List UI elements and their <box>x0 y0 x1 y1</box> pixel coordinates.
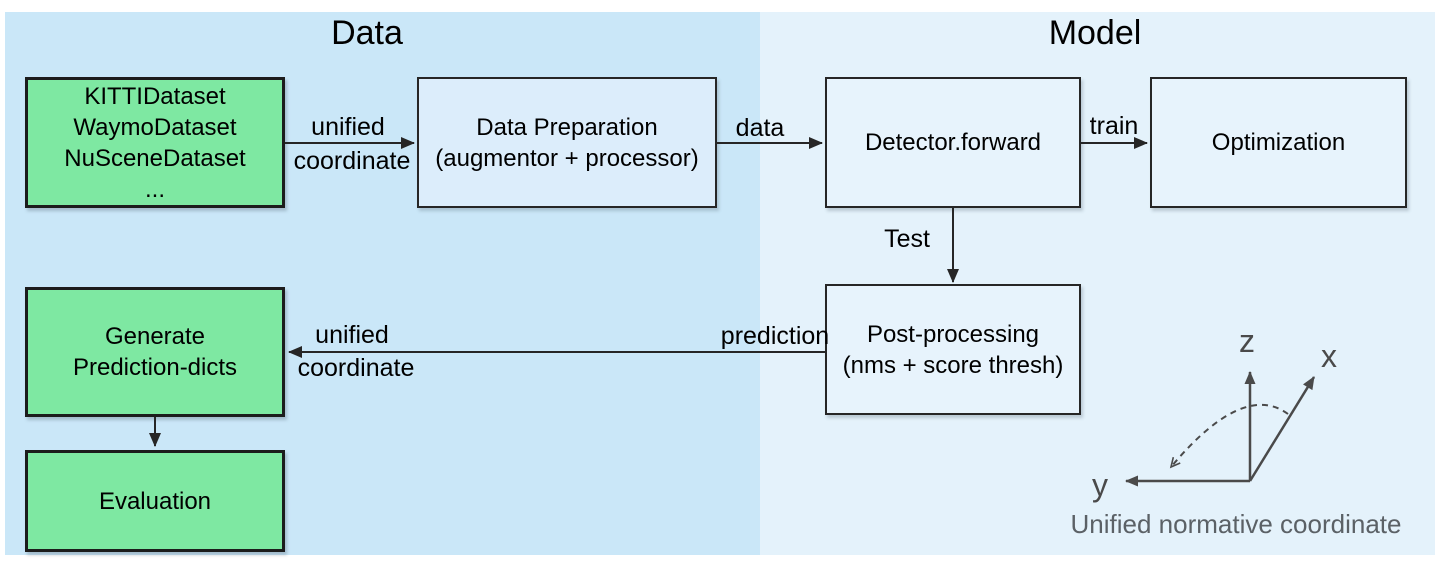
data-preparation-box: Data Preparation (augmentor + processor) <box>417 77 717 208</box>
datasets-box-line2: WaymoDataset <box>73 113 237 141</box>
unified-coordinate-in-label-line1: unified <box>311 113 385 141</box>
optimization-line1: Optimization <box>1211 129 1346 156</box>
datasets-box-line3: NuSceneDataset <box>64 144 246 172</box>
optimization-box: Optimization <box>1150 77 1407 208</box>
x-axis-label: x <box>1321 338 1337 374</box>
datasets-box-line1: KITTIDataset <box>84 82 226 110</box>
datasets-box: KITTIDataset WaymoDataset NuSceneDataset… <box>25 77 285 208</box>
post-processing-box: Post-processing (nms + score thresh) <box>825 284 1081 415</box>
z-axis-label: z <box>1239 323 1255 359</box>
train-edge-label: train <box>1089 112 1139 140</box>
evaluation-box: Evaluation <box>25 450 285 552</box>
unified-coordinate-out-label-line2: coordinate <box>297 354 415 382</box>
axes-caption: Unified normative coordinate <box>1070 509 1402 539</box>
data-preparation-line2: (augmentor + processor) <box>435 144 699 172</box>
model-section-title: Model <box>1048 14 1142 52</box>
post-processing-line1: Post-processing <box>866 320 1040 348</box>
detector-forward-box: Detector.forward <box>825 77 1081 208</box>
generate-prediction-dicts-box: Generate Prediction-dicts <box>25 287 285 417</box>
test-edge-label: Test <box>884 225 930 253</box>
y-axis-label: y <box>1092 467 1108 503</box>
data-section-title: Data <box>331 14 403 52</box>
generate-prediction-line1: Generate <box>104 323 206 350</box>
post-processing-line2: (nms + score thresh) <box>842 351 1064 379</box>
data-preparation-line1: Data Preparation <box>476 113 658 141</box>
datasets-box-line4: ... <box>144 175 165 203</box>
unified-coordinate-out-label-line1: unified <box>315 321 389 349</box>
generate-prediction-line2: Prediction-dicts <box>72 354 238 381</box>
evaluation-line1: Evaluation <box>98 487 212 515</box>
unified-coordinate-in-label-line2: coordinate <box>293 147 411 175</box>
data-edge-label: data <box>735 114 785 142</box>
detector-forward-line1: Detector.forward <box>864 129 1042 156</box>
prediction-edge-label: prediction <box>720 322 830 350</box>
